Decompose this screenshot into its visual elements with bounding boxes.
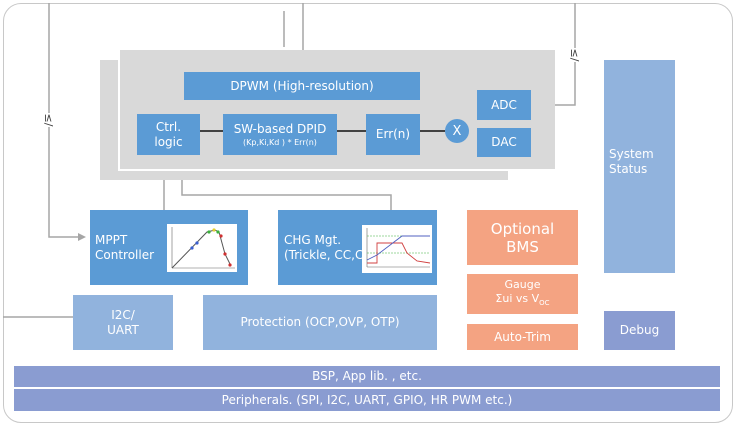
chg-label-2: (Trickle, CC,C xyxy=(284,247,364,262)
debug-label: Debug xyxy=(619,323,660,337)
peripherals-label: Peripherals. (SPI, I2C, UART, GPIO, HR P… xyxy=(221,392,513,407)
gauge-label-2: Σui vs VOC xyxy=(495,291,550,308)
dpid-formula: (Kp,Ki,Kd ) * Err(n) xyxy=(243,137,317,147)
system-status-label-1: System xyxy=(609,146,654,161)
system-status-block[interactable]: System Status xyxy=(604,60,675,273)
auto-trim-block[interactable]: Auto-Trim xyxy=(467,324,578,350)
multiplier-icon: X xyxy=(452,123,462,139)
dpid-title: SW-based DPID xyxy=(233,121,327,136)
gauge-block[interactable]: Gauge Σui vs VOC xyxy=(467,274,578,314)
adc-block[interactable]: ADC xyxy=(477,90,531,120)
ctrl-logic-label-1: Ctrl. xyxy=(155,119,182,134)
system-boundary xyxy=(3,3,733,423)
gauge-label-1: Gauge xyxy=(504,277,541,291)
mppt-curve-thumbnail xyxy=(167,224,237,272)
dac-block[interactable]: DAC xyxy=(477,128,531,157)
chg-label-1: CHG Mgt. xyxy=(284,232,342,247)
err-label: Err(n) xyxy=(375,127,411,141)
charge-profile-thumbnail xyxy=(362,225,432,273)
dpwm-label: DPWM (High-resolution) xyxy=(230,78,374,93)
mppt-label-1: MPPT xyxy=(95,232,128,247)
peripherals-layer[interactable]: Peripherals. (SPI, I2C, UART, GPIO, HR P… xyxy=(14,389,720,411)
bms-label-2: BMS xyxy=(506,237,539,256)
bsp-label: BSP, App lib. , etc. xyxy=(312,369,422,383)
mppt-label-2: Controller xyxy=(95,247,155,262)
debug-block[interactable]: Debug xyxy=(604,311,675,350)
multiplier-node[interactable]: X xyxy=(445,119,469,143)
i2c-uart-block[interactable]: I2C/ UART xyxy=(73,295,173,350)
isolation-symbol-left: ≤/ xyxy=(39,113,59,127)
line-adc-out xyxy=(555,3,576,106)
dpwm-block[interactable]: DPWM (High-resolution) xyxy=(184,72,420,100)
ctrl-logic-block[interactable]: Ctrl. logic xyxy=(137,114,200,155)
adc-label: ADC xyxy=(491,97,517,112)
dac-label: DAC xyxy=(491,135,517,149)
i2c-label-1: I2C/ xyxy=(111,307,135,322)
err-block[interactable]: Err(n) xyxy=(366,114,420,155)
bms-label-1: Optional xyxy=(490,219,555,238)
protection-label: Protection (OCP,OVP, OTP) xyxy=(240,315,400,329)
protection-block[interactable]: Protection (OCP,OVP, OTP) xyxy=(203,295,437,350)
optional-bms-block[interactable]: Optional BMS xyxy=(467,210,578,265)
ctrl-logic-label-2: logic xyxy=(154,134,183,149)
i2c-label-2: UART xyxy=(107,322,139,337)
bsp-layer[interactable]: BSP, App lib. , etc. xyxy=(14,366,720,387)
system-status-label-2: Status xyxy=(609,161,648,176)
isolation-symbol-right: ≤/ xyxy=(565,48,585,62)
line-left-feedback xyxy=(48,3,86,241)
auto-trim-label: Auto-Trim xyxy=(494,330,551,344)
dpid-block[interactable]: SW-based DPID (Kp,Ki,Kd ) * Err(n) xyxy=(223,114,337,155)
